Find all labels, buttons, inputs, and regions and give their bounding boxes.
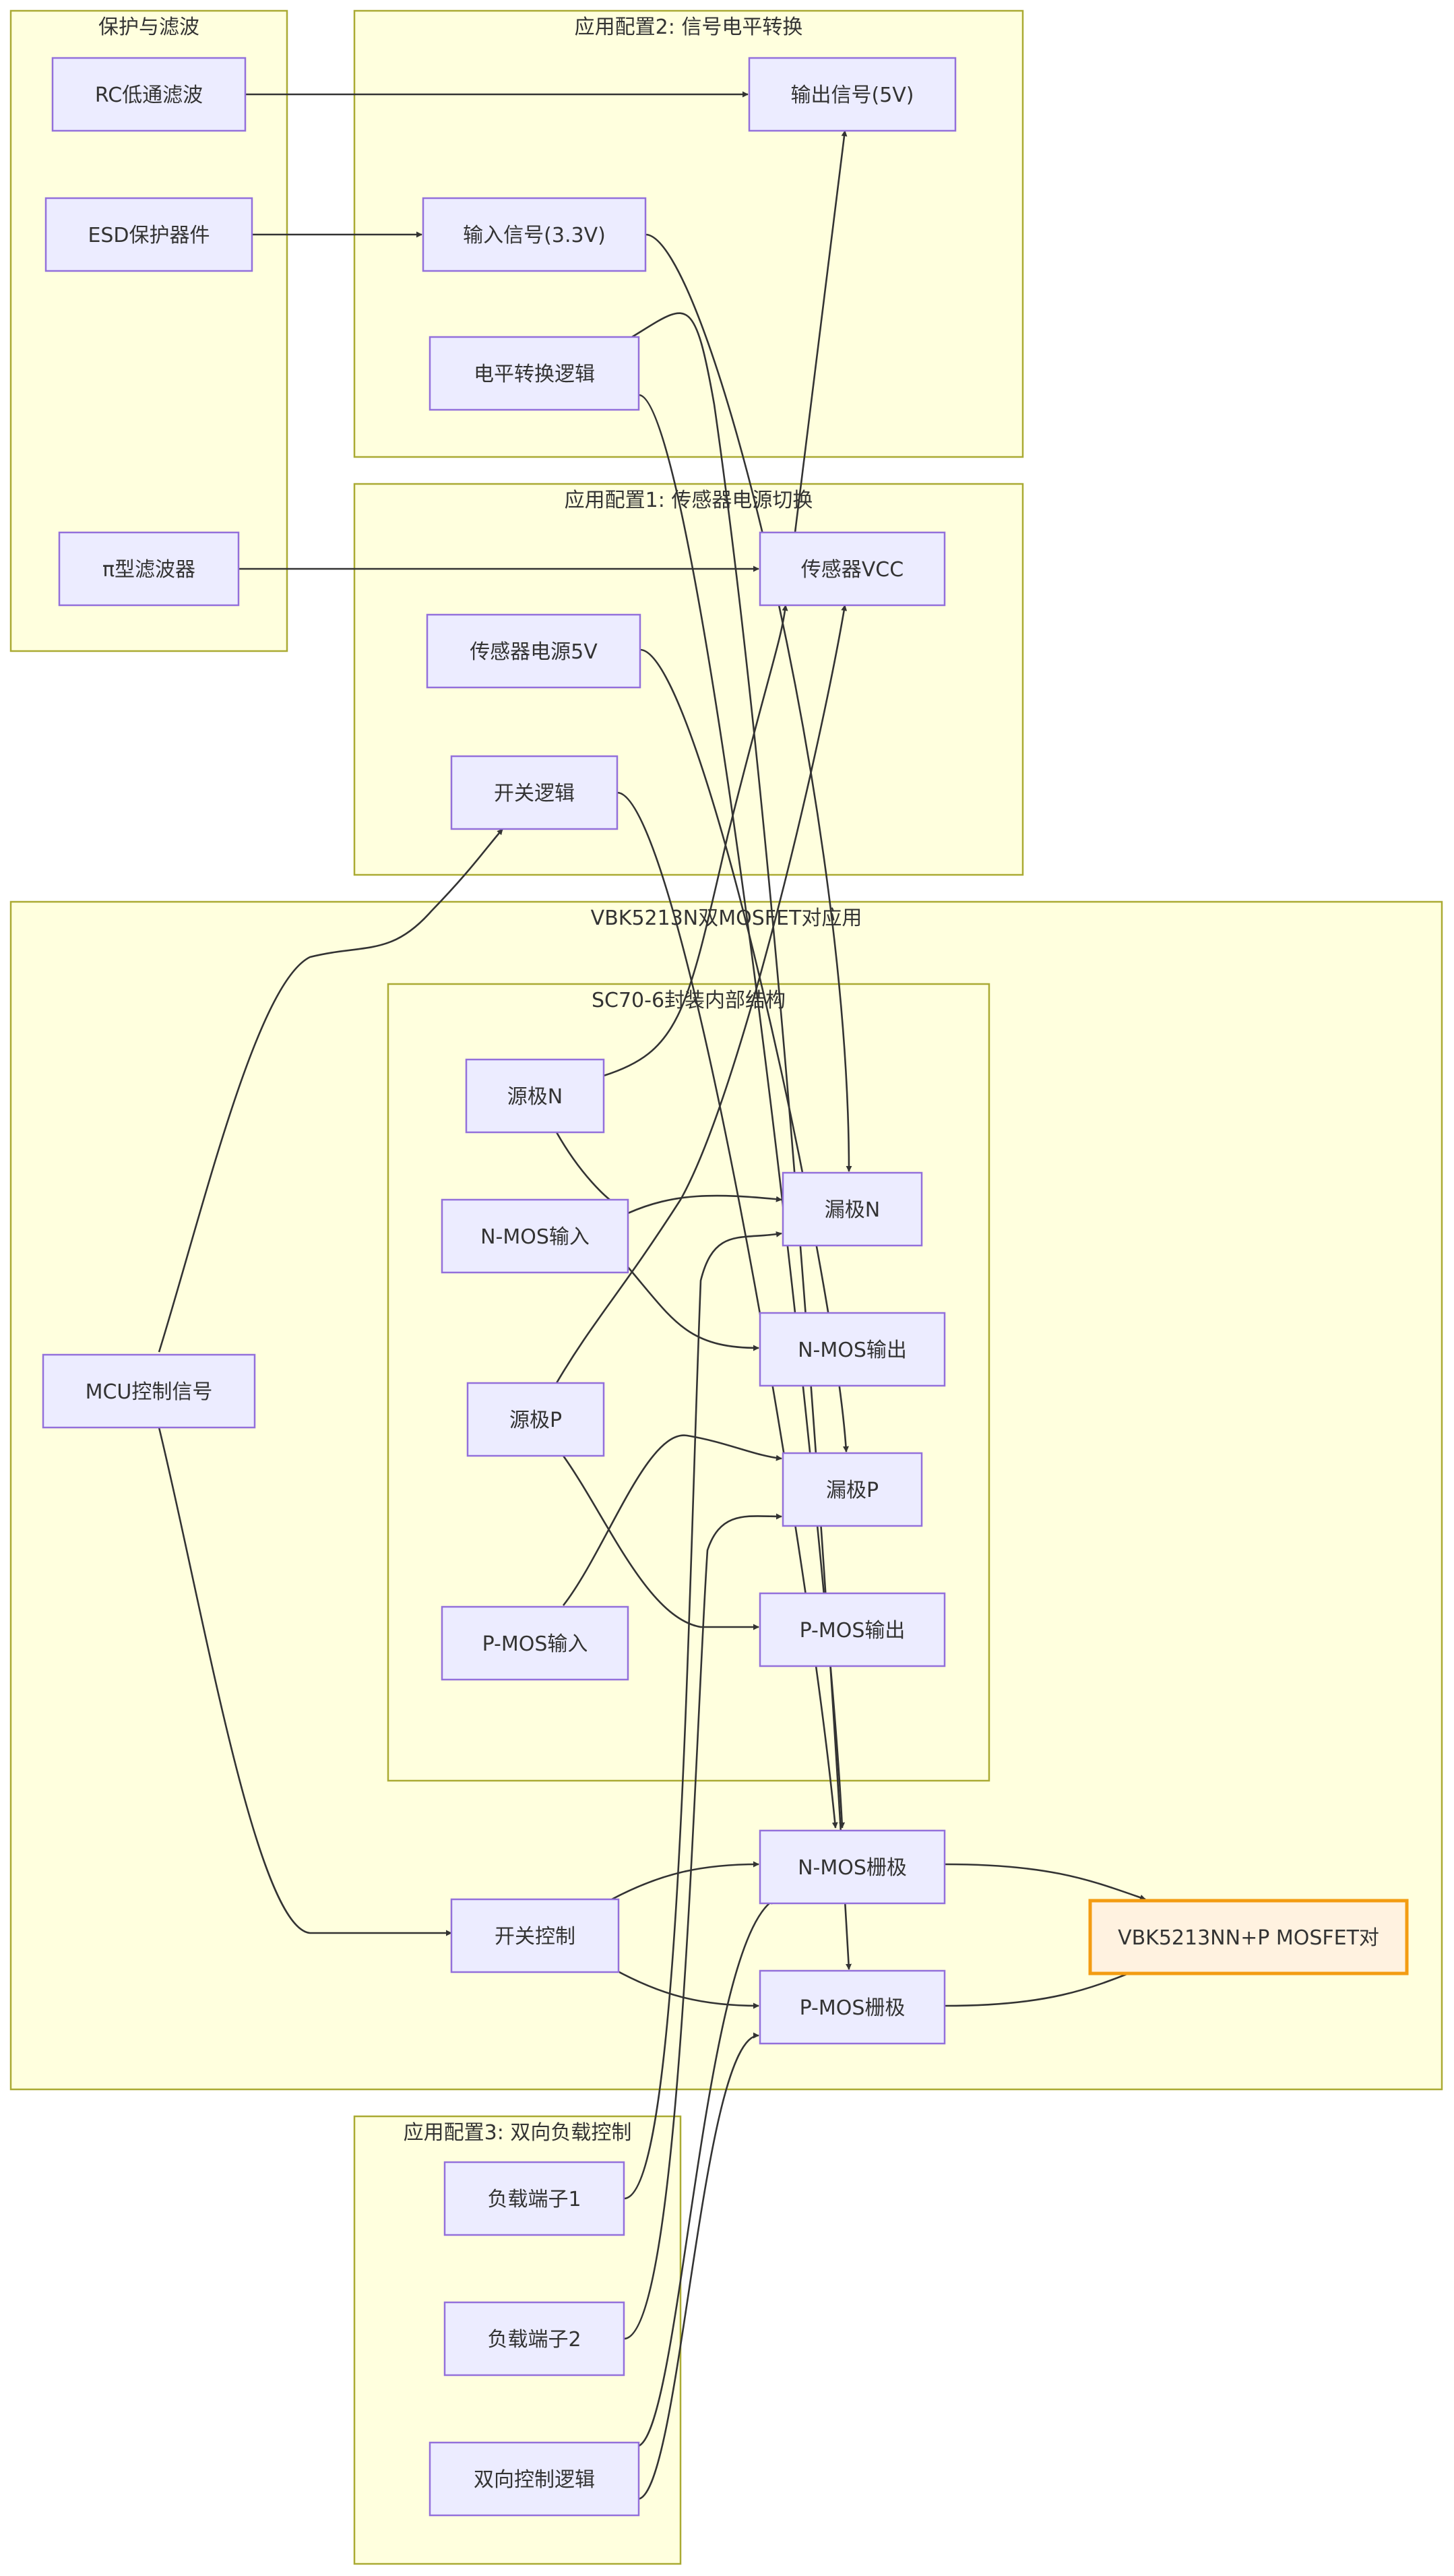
edge-level-to-pmosgate [631,312,852,1970]
edge-sensorvcc-to-out5v [794,130,848,533]
node-source-p[interactable]: 源极P [466,1382,605,1457]
edge-nmosin-to-nmosout [627,1266,759,1351]
node-label: 源极N [507,1085,563,1109]
node-label: MCU控制信号 [86,1380,213,1404]
node-label: 传感器VCC [801,558,904,582]
node-label: 源极P [509,1409,562,1432]
node-label: N-MOS输入 [480,1225,590,1249]
node-vbk5213n-pair[interactable]: VBK5213NN+P MOSFET对 [1088,1899,1409,1975]
node-label: 输入信号(3.3V) [463,224,606,247]
node-label: 漏极P [826,1479,879,1502]
node-label: P-MOS栅极 [800,1996,906,2020]
edge-nmosgate-to-vbk [944,1863,1146,1901]
node-drain-p[interactable]: 漏极P [782,1452,923,1527]
node-esd-protection[interactable]: ESD保护器件 [44,197,253,272]
node-pmos-gate[interactable]: P-MOS栅极 [759,1969,946,2045]
node-mcu-control[interactable]: MCU控制信号 [42,1353,256,1429]
node-label: 负载端子1 [487,2188,581,2211]
edge-bidir-to-nmosgate [635,1898,776,2448]
node-switch-control[interactable]: 开关控制 [450,1898,620,1973]
node-rc-filter[interactable]: RC低通滤波 [51,57,247,132]
node-label: N-MOS输出 [798,1339,907,1362]
edge-switchctrl-to-pmosgate [611,1967,759,2009]
edge-sourcep-to-pmosout [562,1455,759,1630]
node-label: 开关控制 [495,1925,575,1949]
node-pi-filter[interactable]: π型滤波器 [58,531,240,607]
edge-load2-to-drainp [623,1513,782,2340]
node-source-n[interactable]: 源极N [465,1058,605,1134]
node-label: π型滤波器 [102,558,195,582]
node-sensor-power-5v[interactable]: 传感器电源5V [426,613,641,689]
cluster-title-app3: 应用配置3: 双向负载控制 [404,2121,632,2145]
node-label: 开关逻辑 [494,782,575,805]
node-nmos-input[interactable]: N-MOS输入 [441,1198,629,1274]
node-label: 双向控制逻辑 [474,2468,595,2492]
node-load-terminal-1[interactable]: 负载端子1 [443,2161,625,2236]
node-label: 输出信号(5V) [790,84,914,107]
edge-load1-to-drainn [623,1231,782,2200]
edges [158,91,1146,2501]
edge-switchlogic-to-nmosgate [617,791,838,1829]
node-label: P-MOS输出 [800,1619,906,1643]
edge-switchctrl-to-nmosgate [611,1861,759,1901]
node-label: 漏极N [825,1198,880,1222]
node-output-5v[interactable]: 输出信号(5V) [748,57,957,132]
node-drain-n[interactable]: 漏极N [782,1171,923,1247]
edge-sourcep-to-sensorvcc [555,605,848,1384]
node-pmos-output[interactable]: P-MOS输出 [759,1592,946,1667]
node-level-shift-logic[interactable]: 电平转换逻辑 [429,336,640,411]
node-label: 传感器电源5V [470,640,598,664]
edge-pmosin-to-drainp [562,1434,782,1606]
edge-nmosin-to-drainn [627,1194,782,1215]
node-label: RC低通滤波 [95,84,203,107]
node-nmos-gate[interactable]: N-MOS栅极 [759,1829,946,1905]
edge-mcu-to-switchlogic [158,828,503,1353]
node-switch-logic[interactable]: 开关逻辑 [450,755,619,830]
node-load-terminal-2[interactable]: 负载端子2 [443,2301,625,2376]
node-label: ESD保护器件 [88,224,210,247]
node-label: VBK5213NN+P MOSFET对 [1118,1926,1379,1950]
node-label: 电平转换逻辑 [474,363,595,386]
cluster-title-app1: 应用配置1: 传感器电源切换 [565,489,813,512]
node-label: 负载端子2 [487,2328,581,2352]
node-label: P-MOS输入 [482,1632,588,1656]
edge-bidir-to-pmosgate [637,2032,759,2501]
cluster-title-protection: 保护与滤波 [98,16,199,39]
node-bidirectional-logic[interactable]: 双向控制逻辑 [429,2441,640,2517]
node-sensor-vcc[interactable]: 传感器VCC [759,531,946,607]
cluster-title-app2: 应用配置2: 信号电平转换 [575,16,803,39]
edge-sourcen-to-sensorvcc [603,605,788,1077]
node-nmos-output[interactable]: N-MOS输出 [759,1312,946,1387]
node-pmos-input[interactable]: P-MOS输入 [441,1605,629,1681]
node-input-3v3[interactable]: 输入信号(3.3V) [422,197,647,272]
cluster-title-main: VBK5213N双MOSFET对应用 [591,907,862,930]
node-label: N-MOS栅极 [798,1856,907,1880]
edge-mcu-to-switchctrl [158,1427,452,1936]
